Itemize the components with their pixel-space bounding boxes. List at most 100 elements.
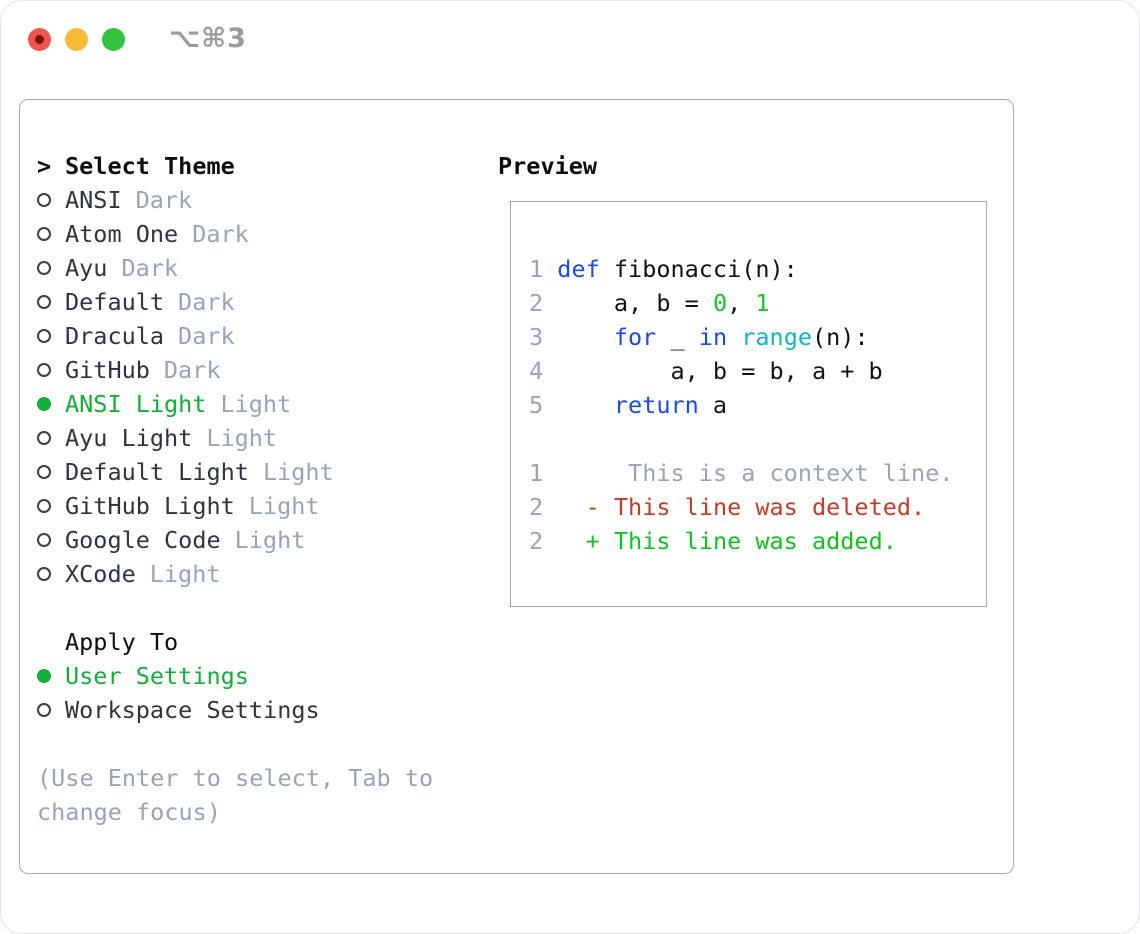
code-token: - This line was deleted.	[585, 493, 926, 521]
help-text: (Use Enter to select, Tab to change focu…	[37, 761, 433, 829]
help-text-line-2: change focus)	[37, 798, 221, 826]
close-modified-dot-icon	[35, 34, 44, 44]
code-token: def	[557, 255, 600, 283]
close-button[interactable]	[28, 27, 51, 51]
minimize-button[interactable]	[65, 27, 88, 51]
code-token: 5	[529, 391, 558, 419]
radio-icon	[37, 465, 51, 479]
apply-option-user-settings[interactable]: User Settings	[37, 659, 320, 693]
theme-option-variant: Dark	[135, 186, 193, 214]
code-token: 2	[529, 289, 558, 317]
theme-option-default[interactable]: Default Dark	[37, 285, 334, 319]
theme-option-name: ANSI	[65, 186, 122, 214]
theme-option-variant: Light	[206, 424, 278, 452]
theme-option-variant: Dark	[178, 322, 235, 350]
code-token: range	[741, 323, 812, 351]
theme-option-github[interactable]: GitHub Dark	[37, 353, 334, 387]
code-token: 3	[529, 323, 558, 351]
theme-option-variant: Dark	[163, 356, 221, 384]
apply-option-name: User Settings	[65, 662, 249, 690]
theme-option-name: XCode	[65, 560, 136, 588]
code-line: 3 for _ in range(n):	[529, 320, 953, 354]
radio-selected-icon	[37, 397, 51, 411]
apply-to-header: Apply To	[37, 625, 320, 659]
apply-option-name: Workspace Settings	[65, 696, 320, 724]
code-token: 2	[529, 493, 544, 521]
code-token: + This line was added.	[585, 527, 897, 555]
radio-icon	[37, 567, 51, 581]
theme-list-header: > Select Theme	[37, 149, 334, 183]
theme-option-variant: Light	[248, 492, 320, 520]
theme-option-ansi-light[interactable]: ANSI Light Light	[37, 387, 334, 421]
radio-icon	[37, 193, 51, 207]
theme-option-name: Default Light	[65, 458, 249, 486]
window-hotkey-label: ⌥⌘3	[169, 23, 247, 54]
code-token: 1	[529, 459, 544, 487]
radio-icon	[37, 227, 51, 241]
theme-option-name: Google Code	[65, 526, 221, 554]
theme-option-default-light[interactable]: Default Light Light	[37, 455, 334, 489]
code-token: in	[698, 323, 728, 351]
code-line: 4 a, b = b, a + b	[529, 354, 953, 388]
code-token: 1	[755, 289, 770, 317]
theme-option-variant: Light	[234, 526, 306, 554]
theme-option-name: GitHub Light	[65, 492, 235, 520]
code-line: 1 This is a context line.	[529, 456, 953, 490]
theme-option-name: Default	[65, 288, 165, 316]
radio-icon	[37, 295, 51, 309]
code-line: 5 return a	[529, 388, 953, 422]
theme-option-name: Atom One	[65, 220, 179, 248]
theme-option-name: Ayu Light	[65, 424, 193, 452]
theme-option-variant: Light	[220, 390, 292, 418]
radio-selected-icon	[37, 669, 51, 683]
code-line: 2 + This line was added.	[529, 524, 953, 558]
maximize-button[interactable]	[102, 27, 125, 51]
radio-icon	[37, 363, 51, 377]
code-token: (n):	[812, 323, 869, 351]
theme-option-xcode[interactable]: XCode Light	[37, 557, 334, 591]
code-line: 2 - This line was deleted.	[529, 490, 953, 524]
code-token: 0	[712, 289, 728, 317]
code-token: return	[613, 391, 699, 419]
preview-heading: Preview	[498, 152, 598, 180]
code-line: 2 a, b = 0, 1	[529, 286, 953, 320]
code-token: This is a context line.	[543, 459, 954, 487]
theme-option-name: ANSI Light	[65, 390, 207, 418]
help-text-line-1: (Use Enter to select, Tab to	[37, 764, 434, 792]
code-line: 1 def fibonacci(n):	[529, 252, 953, 286]
theme-option-ansi[interactable]: ANSI Dark	[37, 183, 334, 217]
theme-option-github-light[interactable]: GitHub Light Light	[37, 489, 334, 523]
theme-option-variant: Dark	[121, 254, 179, 282]
theme-list-title: Select Theme	[65, 152, 235, 180]
radio-icon	[37, 533, 51, 547]
theme-option-ayu-light[interactable]: Ayu Light Light	[37, 421, 334, 455]
theme-option-google-code[interactable]: Google Code Light	[37, 523, 334, 557]
code-token	[557, 391, 614, 419]
window-titlebar: ⌥⌘3	[28, 23, 247, 54]
theme-option-variant: Light	[149, 560, 221, 588]
code-token	[543, 493, 585, 521]
prompt-icon: >	[37, 152, 52, 180]
apply-option-workspace-settings[interactable]: Workspace Settings	[37, 693, 320, 727]
apply-to-title: Apply To	[65, 628, 179, 656]
theme-option-variant: Light	[262, 458, 334, 486]
theme-option-variant: Dark	[178, 288, 235, 316]
code-token: ,	[727, 289, 756, 317]
code-token: 4	[529, 357, 558, 385]
code-token: a	[698, 391, 728, 419]
code-token: _	[656, 323, 699, 351]
code-token	[727, 323, 741, 351]
code-token	[557, 323, 614, 351]
preview-pane	[510, 201, 987, 607]
code-token: a, b = b, a + b	[557, 357, 883, 385]
radio-icon	[37, 261, 51, 275]
code-token: 1	[529, 255, 558, 283]
theme-option-name: GitHub	[65, 356, 150, 384]
